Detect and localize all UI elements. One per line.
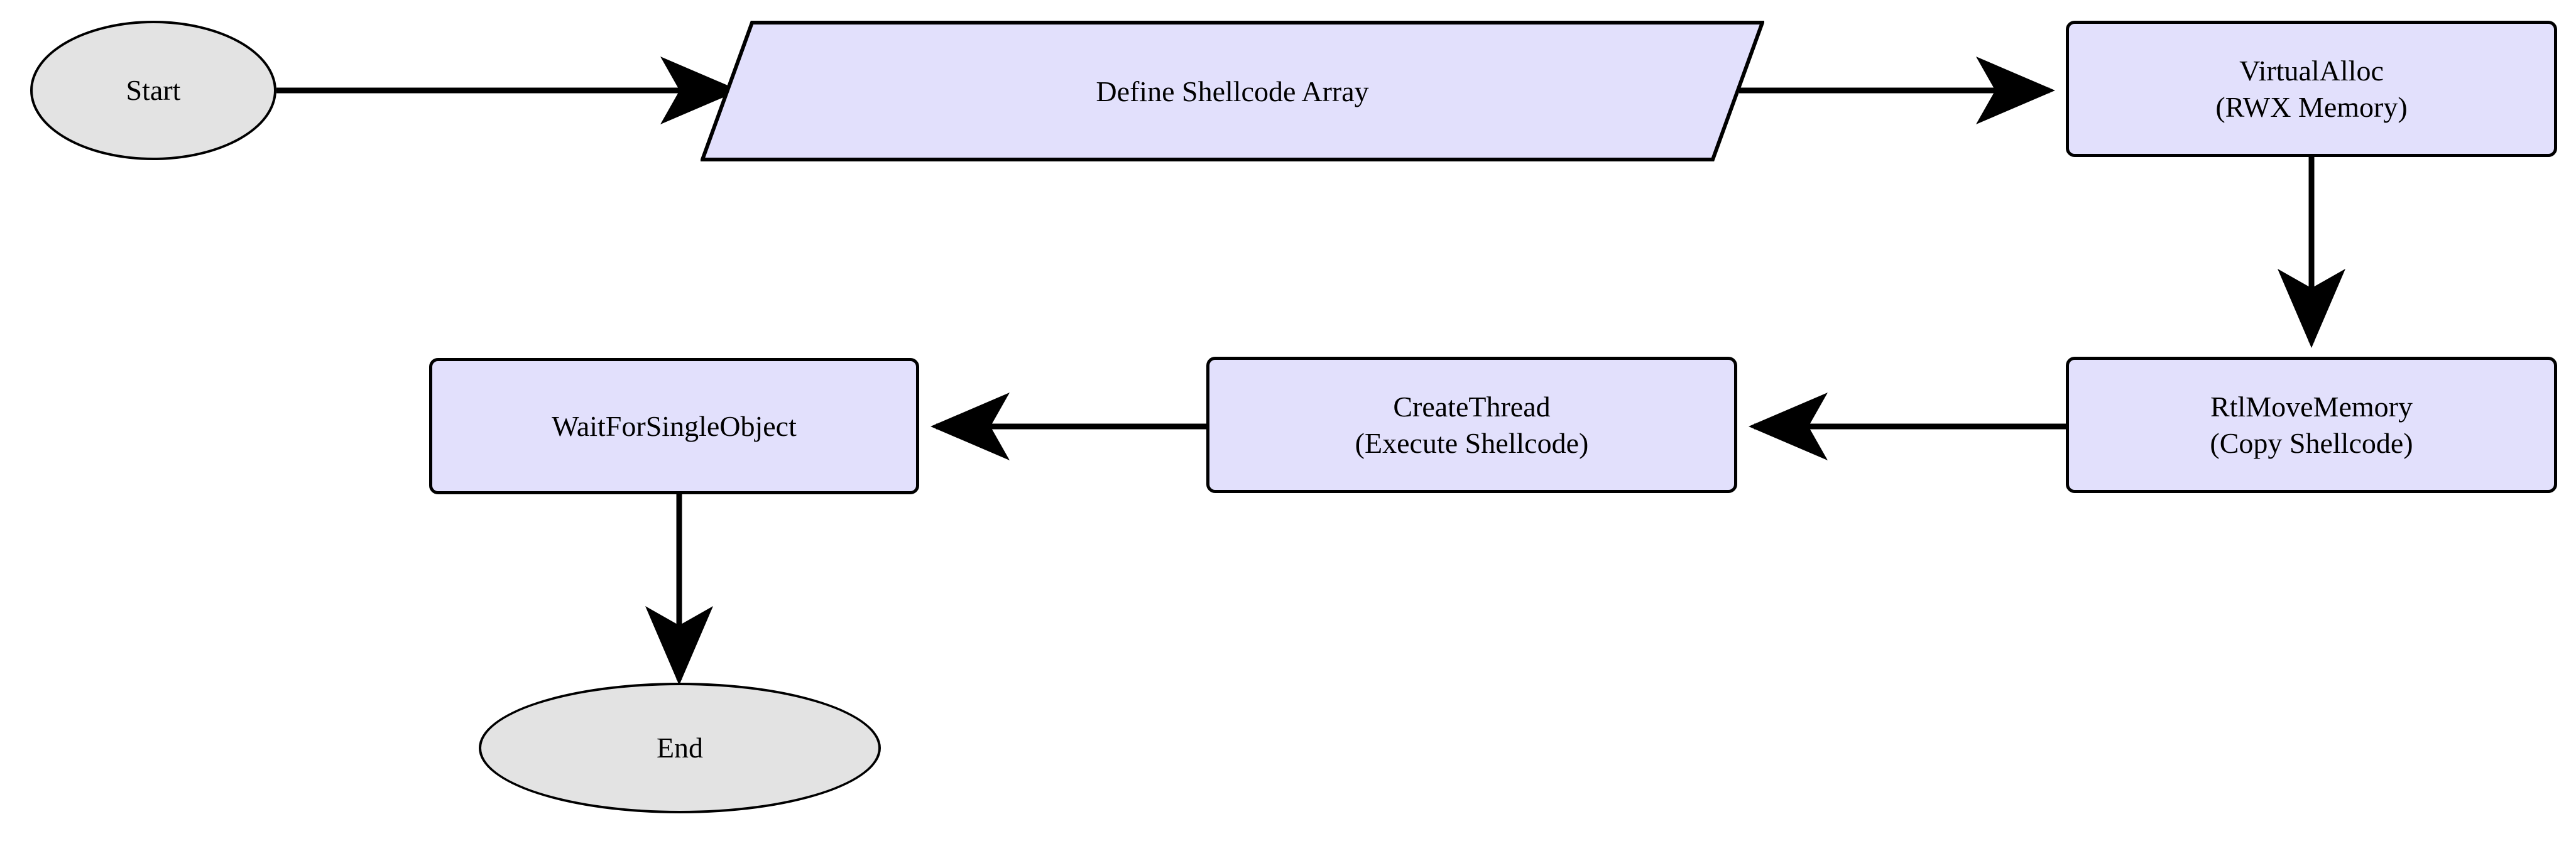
node-rtlmovememory[interactable]: RtlMoveMemory (Copy Shellcode) bbox=[2066, 357, 2557, 493]
node-start-label: Start bbox=[126, 74, 181, 107]
node-waitforsingleobject[interactable]: WaitForSingleObject bbox=[429, 358, 919, 494]
node-virtualalloc-label: VirtualAlloc (RWX Memory) bbox=[2215, 54, 2408, 123]
parallelogram-shape bbox=[701, 21, 1764, 161]
node-createthread-label: CreateThread (Execute Shellcode) bbox=[1355, 390, 1589, 459]
node-virtualalloc[interactable]: VirtualAlloc (RWX Memory) bbox=[2066, 21, 2557, 157]
node-end[interactable]: End bbox=[479, 683, 881, 813]
node-rtlmovememory-label: RtlMoveMemory (Copy Shellcode) bbox=[2210, 390, 2413, 459]
node-end-label: End bbox=[656, 732, 704, 764]
node-waitforsingleobject-label: WaitForSingleObject bbox=[552, 409, 797, 442]
node-define-shellcode-array[interactable]: Define Shellcode Array bbox=[701, 21, 1764, 161]
node-define-shellcode-array-label: Define Shellcode Array bbox=[1096, 75, 1369, 107]
node-createthread[interactable]: CreateThread (Execute Shellcode) bbox=[1206, 357, 1737, 493]
node-start[interactable]: Start bbox=[30, 21, 276, 160]
